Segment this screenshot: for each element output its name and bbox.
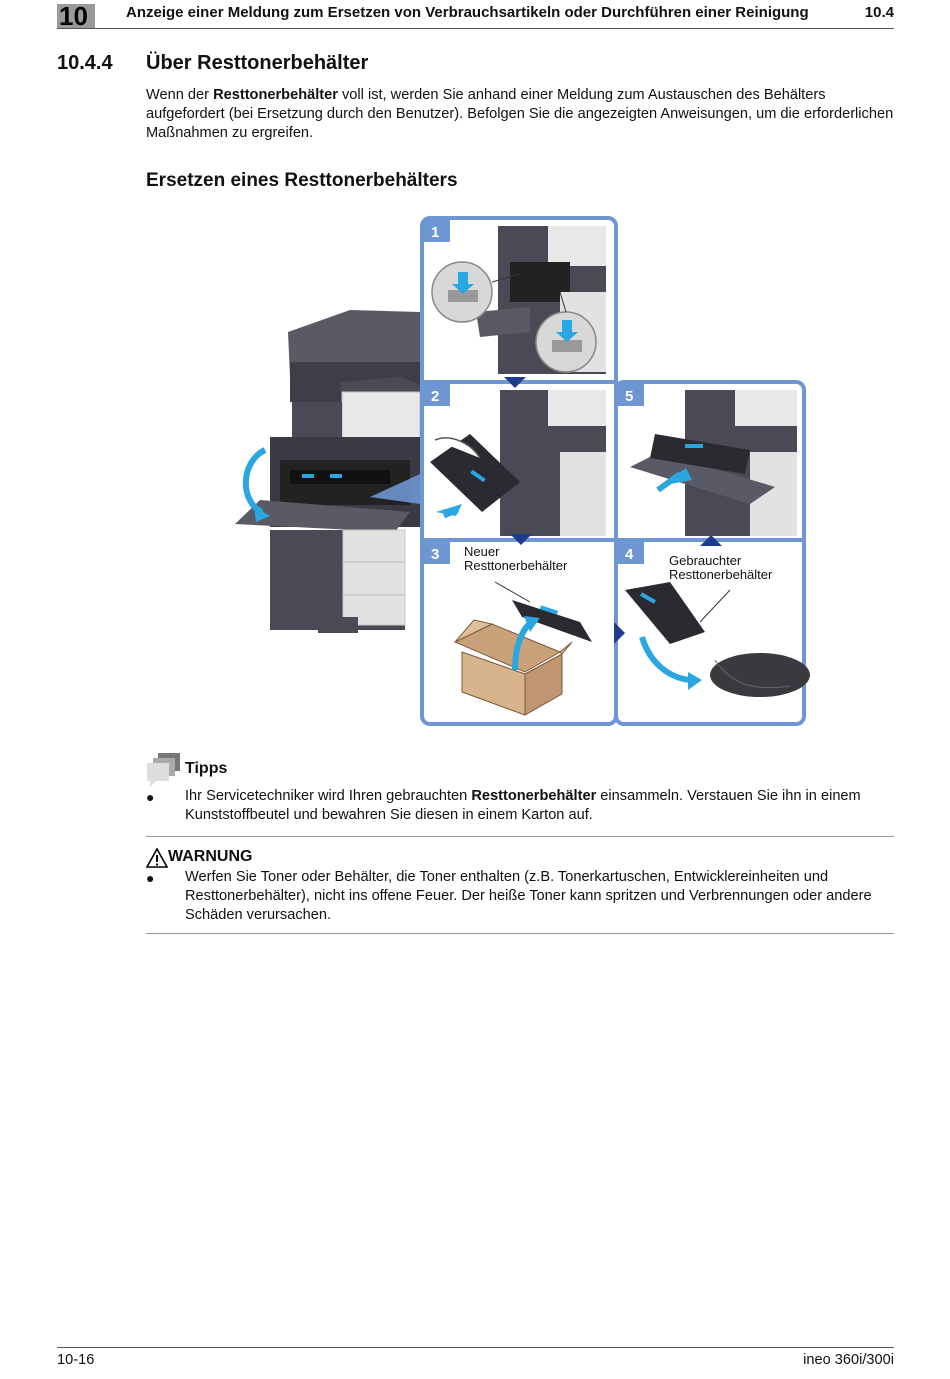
label-new-container-line2: Resttonerbehälter — [464, 558, 568, 573]
header-section-number: 10.4 — [864, 4, 894, 21]
replacement-illustration: 1 2 3 4 5 — [230, 212, 810, 732]
warning-divider — [146, 933, 894, 934]
section-number: 10.4.4 — [57, 52, 113, 74]
chapter-number: 10 — [59, 1, 88, 31]
printer-machine — [235, 310, 421, 633]
step-5-image — [630, 390, 797, 546]
header-title: Anzeige einer Meldung zum Ersetzen von V… — [126, 4, 809, 21]
page-number: 10-16 — [57, 1352, 95, 1368]
step-number-1: 1 — [431, 224, 439, 241]
step-number-3: 3 — [431, 546, 439, 563]
section-title: Über Resttonerbehälter — [146, 52, 369, 74]
label-used-container-line2: Resttonerbehälter — [669, 567, 773, 582]
intro-text-start: Wenn der — [146, 87, 214, 103]
warning-title: WARNUNG — [168, 848, 253, 865]
intro-text-end: voll ist, werden Sie anhand einer Meldun… — [146, 87, 894, 141]
step-4-image — [614, 582, 810, 697]
warning-icon — [146, 848, 168, 868]
label-new-container-line1: Neuer — [464, 544, 500, 559]
model-name: ineo 360i/300i — [803, 1352, 894, 1368]
tips-text-end: einsammeln. Verstauen Sie ihn in einem K… — [185, 788, 861, 823]
replacement-illustration-svg: 1 2 3 4 5 — [235, 216, 810, 726]
footer-divider — [57, 1347, 894, 1348]
step-badges — [424, 220, 644, 564]
tips-text-start: Ihr Servicetechniker wird Ihren gebrauch… — [185, 788, 472, 804]
header-divider — [57, 28, 894, 29]
tips-text-bold: Resttonerbehälter — [471, 788, 597, 804]
label-used-container-line1: Gebrauchter — [669, 553, 742, 568]
step-1-image — [431, 226, 606, 388]
step-3-image — [453, 581, 592, 716]
step-number-4: 4 — [625, 546, 634, 563]
tips-title: Tipps — [185, 760, 228, 777]
step-number-2: 2 — [431, 388, 439, 405]
subsection-title: Ersetzen eines Resttonerbehälters — [146, 170, 458, 191]
chapter-badge — [57, 4, 95, 28]
tips-icon — [147, 753, 180, 787]
intro-paragraph: Wenn der Resttonerbehälter voll ist, wer… — [146, 86, 894, 143]
step-2-image — [430, 390, 606, 545]
step-number-5: 5 — [625, 388, 633, 405]
tips-divider — [146, 836, 894, 837]
warning-bullet: ● — [146, 870, 155, 886]
tips-bullet: ● — [146, 789, 155, 805]
tips-text: Ihr Servicetechniker wird Ihren gebrauch… — [185, 787, 894, 825]
warning-text: Werfen Sie Toner oder Behälter, die Tone… — [185, 869, 872, 923]
intro-text-bold: Resttonerbehälter — [213, 87, 338, 103]
